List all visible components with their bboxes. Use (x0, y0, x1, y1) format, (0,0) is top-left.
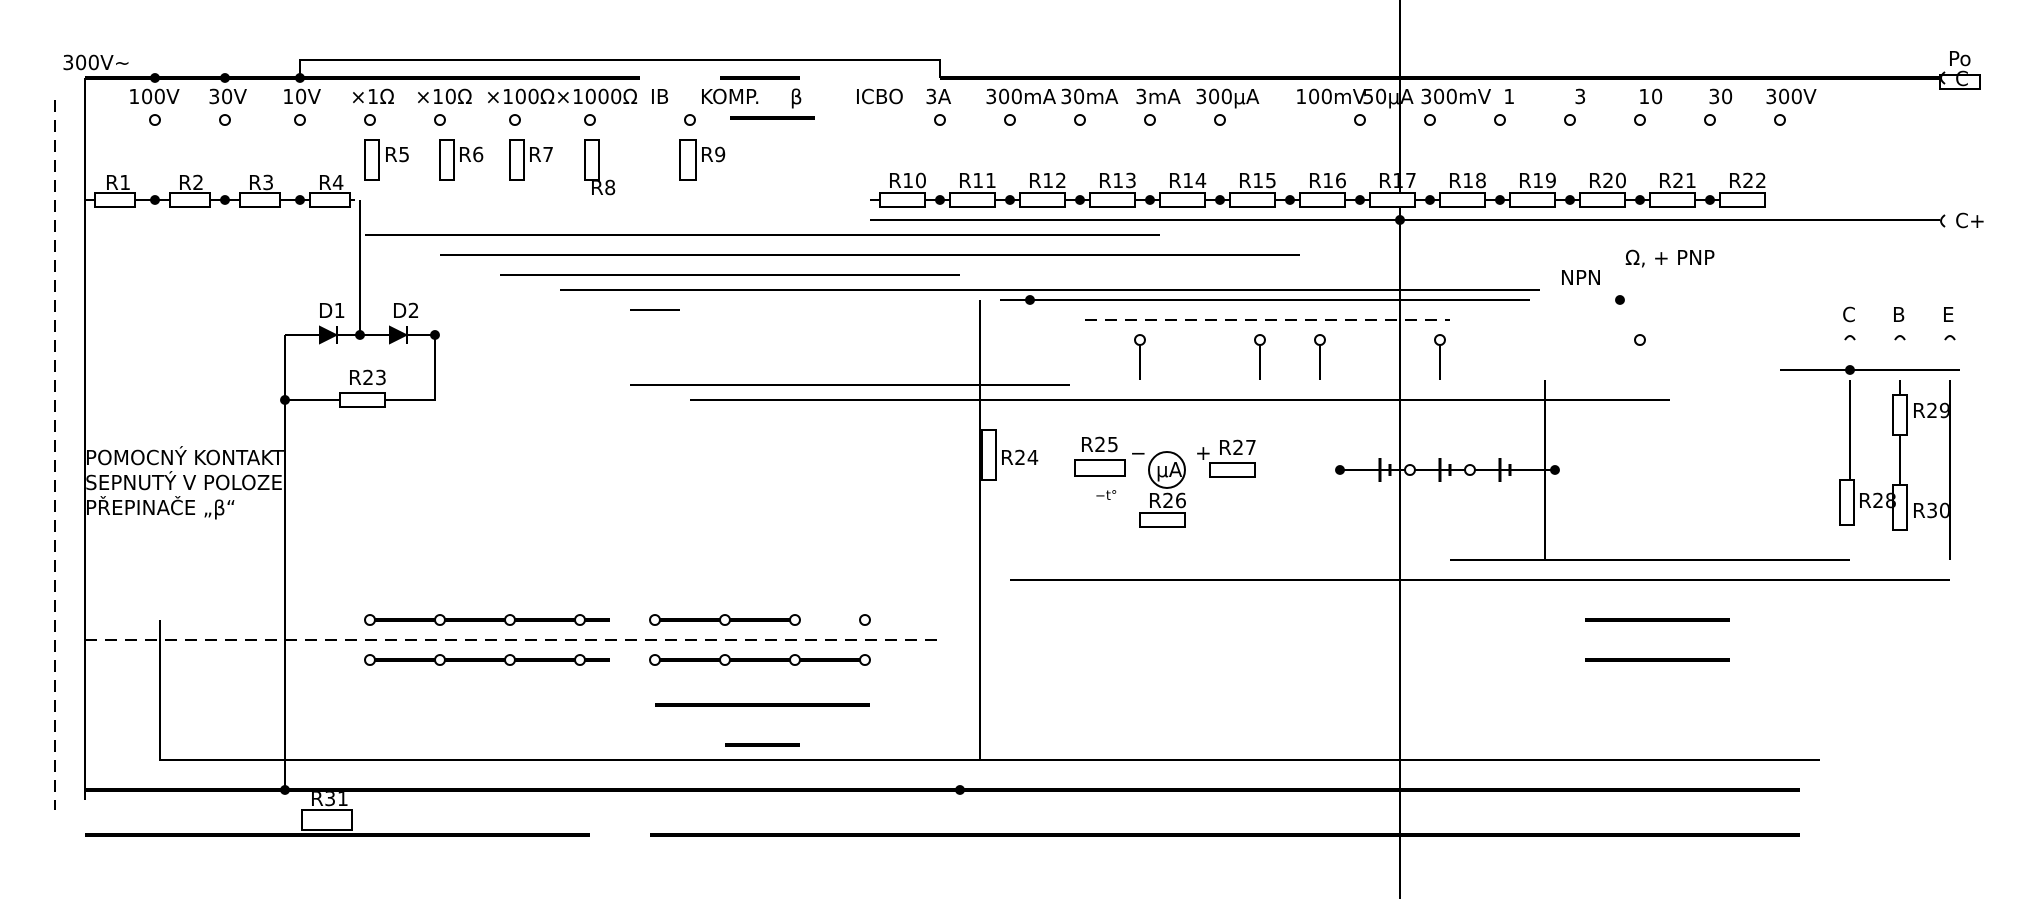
label-r7: R7 (528, 143, 555, 167)
label-range-3: 3 (1574, 85, 1587, 109)
label-r11: R11 (958, 169, 997, 193)
label-r17: R17 (1378, 169, 1417, 193)
microammeter-symbol (1148, 451, 1186, 489)
label-r27: R27 (1218, 436, 1257, 460)
label-komp: KOMP. (700, 85, 760, 109)
label-range-3ma: 3mA (1135, 85, 1181, 109)
label-pnp: Ω, + PNP (1625, 246, 1715, 270)
label-r25: R25 (1080, 433, 1119, 457)
label-r30: R30 (1912, 499, 1951, 523)
label-voltage-100v: 100V (128, 85, 180, 109)
battery-cells (1378, 458, 1512, 482)
label-r21: R21 (1658, 169, 1697, 193)
annotation-line-2: SEPNUTÝ V POLOZE (85, 471, 283, 495)
label-r28: R28 (1858, 489, 1897, 513)
label-range-300mv: 300mV (1420, 85, 1492, 109)
label-r26: R26 (1148, 489, 1187, 513)
label-r16: R16 (1308, 169, 1347, 193)
label-range-30: 30 (1708, 85, 1733, 109)
junction-dots (150, 73, 1855, 795)
label-r10: R10 (888, 169, 927, 193)
switch-contact-dots (149, 114, 1786, 666)
label-ib: IB (650, 85, 670, 109)
label-terminal-plus: C+ (1955, 209, 1986, 233)
resistor-row-top (94, 139, 697, 208)
label-range-10: 10 (1638, 85, 1663, 109)
label-r31: R31 (310, 787, 349, 811)
label-npn: NPN (1560, 266, 1602, 290)
label-r12: R12 (1028, 169, 1067, 193)
label-ac-input: 300V~ (62, 51, 131, 75)
label-voltage-30v: 30V (208, 85, 247, 109)
label-meter-minus: − (1130, 441, 1147, 465)
label-terminal-c: C (1842, 303, 1856, 327)
label-terminal-minus: C (1955, 67, 1969, 91)
annotation-line-1: POMOCNÝ KONTAKT (85, 446, 285, 470)
label-fuse: Po (1948, 47, 1972, 71)
label-r3: R3 (248, 171, 275, 195)
resistors-other (301, 74, 1981, 831)
label-meter: μA (1156, 458, 1183, 482)
label-r13: R13 (1098, 169, 1137, 193)
label-r14: R14 (1168, 169, 1207, 193)
label-r15: R15 (1238, 169, 1277, 193)
resistor-row-shunts (879, 192, 1766, 208)
terminal-symbols (1844, 71, 1956, 341)
label-r24: R24 (1000, 446, 1039, 470)
label-r22: R22 (1728, 169, 1767, 193)
label-d2: D2 (392, 299, 420, 323)
label-terminal-e: E (1942, 303, 1955, 327)
label-terminal-b: B (1892, 303, 1906, 327)
diode-symbols (319, 325, 409, 345)
label-range-100mv: 100mV (1295, 85, 1367, 109)
label-r23: R23 (348, 366, 387, 390)
label-ohm-x10: ×10Ω (415, 85, 473, 109)
label-meter-plus: + (1195, 441, 1212, 465)
label-ohm-x1000: ×1000Ω (555, 85, 638, 109)
label-r29: R29 (1912, 399, 1951, 423)
label-r9: R9 (700, 143, 727, 167)
label-r4: R4 (318, 171, 345, 195)
label-icbo: ICBO (855, 85, 904, 109)
label-range-300v: 300V (1765, 85, 1817, 109)
label-range-300ma: 300mA (985, 85, 1057, 109)
label-beta: β (790, 85, 803, 109)
label-r19: R19 (1518, 169, 1557, 193)
label-range-3a: 3A (925, 85, 952, 109)
label-r6: R6 (458, 143, 485, 167)
label-r18: R18 (1448, 169, 1487, 193)
label-voltage-10v: 10V (282, 85, 321, 109)
label-range-300ua: 300μA (1195, 85, 1260, 109)
label-thermistor-mark: −t° (1095, 489, 1118, 504)
label-d1: D1 (318, 299, 346, 323)
label-r8: R8 (590, 176, 617, 200)
label-ohm-x100: ×100Ω (485, 85, 555, 109)
label-r1: R1 (105, 171, 132, 195)
label-r5: R5 (384, 143, 411, 167)
label-ohm-x1: ×1Ω (350, 85, 395, 109)
annotation-line-3: PŘEPINAČE „β“ (85, 496, 236, 520)
label-r20: R20 (1588, 169, 1627, 193)
label-range-1: 1 (1503, 85, 1516, 109)
label-r2: R2 (178, 171, 205, 195)
label-range-50ua: 50μA (1362, 85, 1414, 109)
label-range-30ma: 30mA (1060, 85, 1119, 109)
